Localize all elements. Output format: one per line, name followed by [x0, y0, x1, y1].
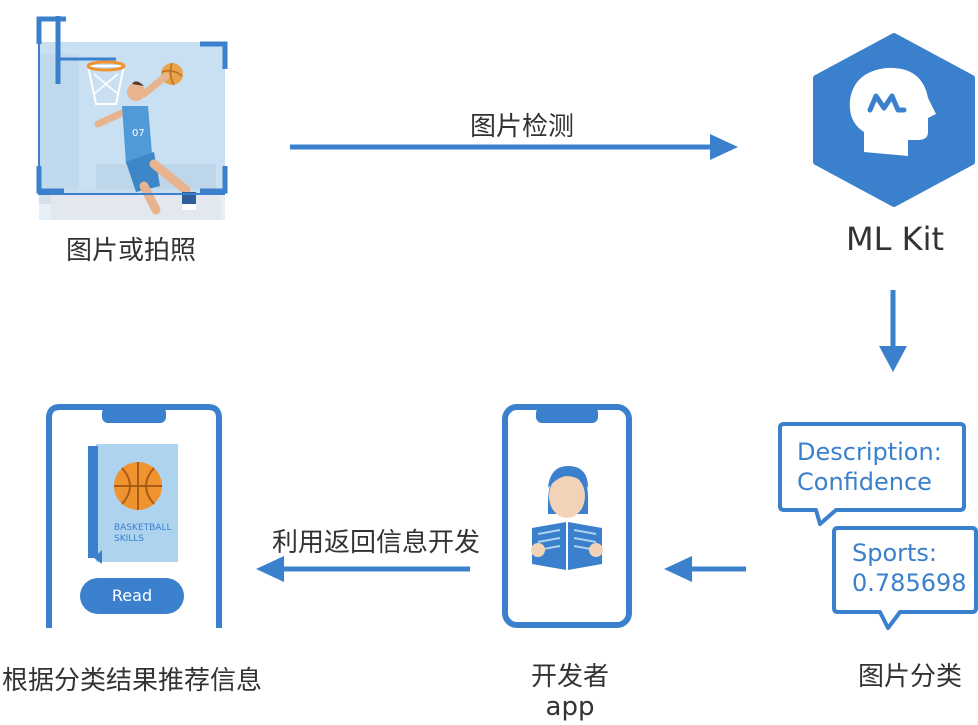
detect-arrow — [290, 132, 740, 162]
detect-edge-label: 图片检测 — [470, 112, 575, 142]
developer-phone-icon — [502, 404, 632, 628]
sports-bubble — [832, 524, 978, 632]
mlkit-label: ML Kit — [846, 220, 945, 258]
book-title-line1: BASKETBALL — [114, 523, 172, 533]
read-button[interactable]: Read — [80, 578, 184, 614]
svg-text:07: 07 — [132, 128, 145, 139]
classification-label: 图片分类 — [858, 662, 963, 692]
description-bubble — [778, 420, 968, 528]
return-edge-label: 利用返回信息开发 — [272, 528, 481, 558]
book-title-line2: SKILLS — [114, 534, 144, 544]
down-arrow — [876, 290, 910, 374]
recommend-label: 根据分类结果推荐信息 — [2, 666, 263, 696]
classification-to-app-arrow — [664, 554, 746, 584]
description-line2: Confidence — [797, 468, 932, 496]
developer-label-line2: app — [545, 692, 595, 722]
input-label: 图片或拍照 — [66, 236, 197, 266]
photo-input-image: 07 — [36, 14, 230, 220]
sports-line1: Sports: — [852, 539, 938, 567]
sports-text: Sports: 0.785698 — [852, 538, 967, 598]
sports-line2: 0.785698 — [852, 569, 967, 597]
description-text: Description: Confidence — [797, 437, 942, 497]
developer-label-line1: 开发者 — [530, 662, 609, 692]
mlkit-icon — [812, 33, 976, 207]
app-to-recommend-arrow — [256, 554, 470, 584]
developer-label: 开发者 app — [530, 662, 610, 722]
recommend-phone-icon: BASKETBALL SKILLS — [46, 404, 222, 628]
description-line1: Description: — [797, 438, 942, 466]
